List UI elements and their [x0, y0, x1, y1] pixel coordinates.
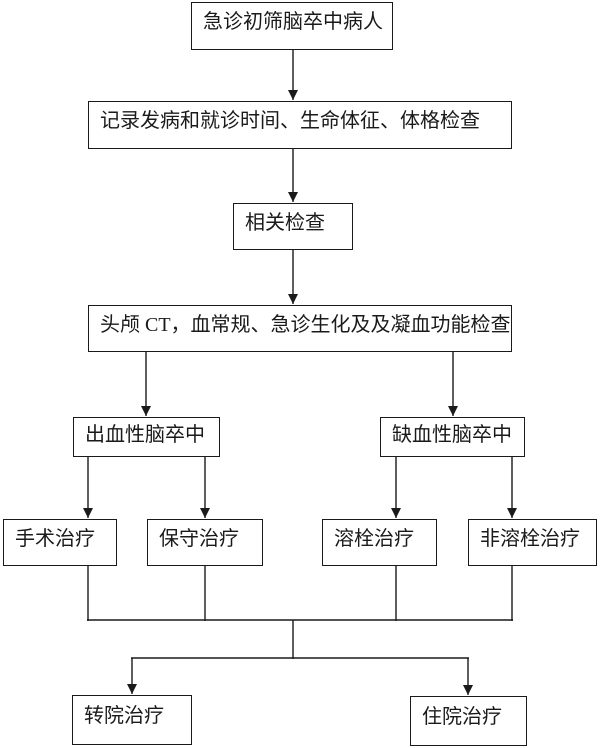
- node-hemorrhagic-stroke: 出血性脑卒中: [73, 417, 220, 457]
- node-non-thrombolytic-treatment: 非溶栓治疗: [468, 519, 597, 566]
- node-label: 相关检查: [245, 212, 325, 234]
- node-triage: 急诊初筛脑卒中病人: [191, 2, 393, 50]
- node-label: 缺血性脑卒中: [392, 424, 512, 446]
- node-label: 出血性脑卒中: [85, 424, 205, 446]
- node-label: 记录发病和就诊时间、生命体征、体格检查: [100, 110, 480, 132]
- node-label: 住院治疗: [422, 706, 502, 728]
- node-related-exams: 相关检查: [233, 203, 353, 250]
- node-label: 急诊初筛脑卒中病人: [203, 11, 383, 33]
- node-record-time-vitals: 记录发病和就诊时间、生命体征、体格检查: [88, 101, 512, 149]
- node-ischemic-stroke: 缺血性脑卒中: [380, 417, 525, 457]
- node-label: 手术治疗: [15, 528, 95, 550]
- node-label: 头颅 CT，血常规、急诊生化及及凝血功能检查: [100, 314, 511, 336]
- node-label: 溶栓治疗: [334, 528, 414, 550]
- node-inpatient-treatment: 住院治疗: [410, 696, 527, 746]
- node-surgical-treatment: 手术治疗: [3, 519, 117, 566]
- node-thrombolytic-treatment: 溶栓治疗: [322, 519, 437, 566]
- node-ct-and-labs: 头颅 CT，血常规、急诊生化及及凝血功能检查: [88, 305, 512, 352]
- node-conservative-treatment: 保守治疗: [147, 519, 263, 566]
- node-label: 转院治疗: [84, 705, 164, 727]
- node-label: 非溶栓治疗: [480, 528, 580, 550]
- node-transfer-treatment: 转院治疗: [72, 695, 192, 745]
- node-label: 保守治疗: [159, 528, 239, 550]
